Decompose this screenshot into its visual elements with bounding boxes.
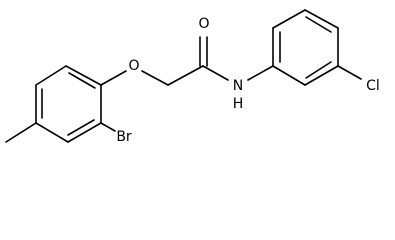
- right-aromatic-ring: [272, 9, 339, 86]
- amide-hydrogen-label: H: [233, 96, 244, 112]
- molecule-structure: Br O O N H Cl: [5, 9, 380, 145]
- carbonyl-oxygen-label: O: [198, 16, 209, 32]
- amide-nitrogen-label: N: [233, 78, 243, 94]
- methyl-bond: [5, 122, 37, 143]
- left-aromatic-ring: [35, 65, 102, 143]
- ring-bond: [272, 65, 306, 86]
- ring-bond: [272, 9, 306, 29]
- nitrogen-aryl-bond: [247, 65, 274, 81]
- bromine-bond: [100, 122, 116, 132]
- ring-bond: [35, 122, 69, 143]
- ring-bond: [35, 65, 67, 86]
- ring-double-bond: [68, 72, 96, 89]
- carbonyl-nitrogen-bond: [202, 65, 229, 81]
- ring-bond: [304, 9, 339, 29]
- ring-double-bond: [305, 61, 332, 79]
- methylene-carbonyl-bond: [167, 65, 204, 86]
- chlorine-label: Cl: [366, 78, 380, 94]
- chlorine-bond: [337, 65, 362, 80]
- ring-double-bond: [305, 16, 332, 33]
- ring-bond: [67, 122, 102, 143]
- aryl-oxygen-bond: [100, 70, 127, 86]
- ether-oxygen-label: O: [128, 58, 139, 74]
- ring-bond: [65, 65, 102, 86]
- bromine-label: Br: [116, 129, 132, 145]
- ring-bond: [304, 65, 339, 86]
- ring-double-bond: [67, 119, 95, 136]
- oxygen-methylene-bond: [141, 70, 169, 86]
